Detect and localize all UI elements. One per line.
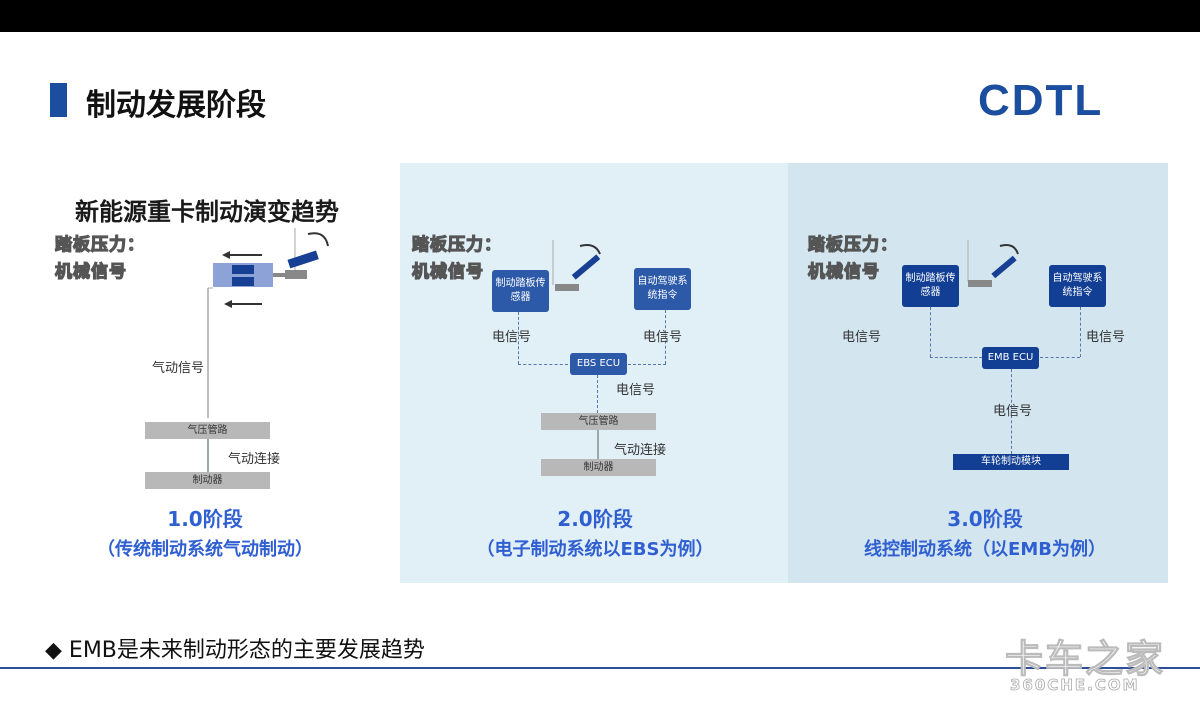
stage1-pedal-graphic xyxy=(207,228,329,418)
mechanical-signal: 机械信号 xyxy=(54,261,127,282)
pedal-pressure: 踏板压力： xyxy=(411,234,502,255)
connector xyxy=(1011,369,1012,454)
brake-pedal-sensor-box: 制动踏板传感器 xyxy=(492,270,549,312)
connector xyxy=(1080,307,1081,357)
connector xyxy=(1040,357,1080,358)
connector xyxy=(930,307,931,357)
stage3-title: 3.0阶段 xyxy=(947,507,1023,531)
air-pipe-bar: 气压管路 xyxy=(145,422,270,439)
ebs-ecu-box: EBS ECU xyxy=(570,353,627,375)
autodrive-command-box: 自动驾驶系统指令 xyxy=(634,268,691,310)
connector xyxy=(930,357,982,358)
elec-signal-label: 电信号 xyxy=(492,330,532,345)
emb-ecu-box: EMB ECU xyxy=(982,347,1039,369)
connector xyxy=(597,430,599,460)
air-connect-label: 气动连接 xyxy=(228,452,281,467)
brake-bar: 制动器 xyxy=(145,472,270,489)
elec-signal-label: 电信号 xyxy=(1086,330,1126,345)
pedal-pressure: 踏板压力： xyxy=(54,234,145,255)
stage1-title: 1.0阶段 xyxy=(167,507,243,531)
stage3-desc: 线控制动系统（以EMB为例） xyxy=(864,539,1106,560)
connector xyxy=(597,375,598,413)
stage1-desc: （传统制动系统气动制动） xyxy=(97,539,313,560)
connector xyxy=(665,310,666,364)
footer-divider xyxy=(0,667,1200,669)
pedal-label-2: 踏板压力： 机械信号 xyxy=(411,232,502,286)
connector xyxy=(518,364,568,365)
title-marker xyxy=(50,83,67,117)
elec-signal-label: 电信号 xyxy=(643,330,683,345)
diagram-title: 新能源重卡制动演变趋势 xyxy=(75,198,339,226)
connector xyxy=(628,364,666,365)
wheel-brake-module-box: 车轮制动模块 xyxy=(953,454,1069,470)
air-signal-label: 气动信号 xyxy=(152,361,205,376)
pedal-pressure: 踏板压力： xyxy=(807,234,898,255)
elec-signal-label: 电信号 xyxy=(993,404,1033,419)
watermark-url: 360CHE.COM xyxy=(1010,676,1140,695)
stage2-desc: （电子制动系统以EBS为例） xyxy=(476,539,714,560)
page-title: 制动发展阶段 xyxy=(86,88,266,123)
connector xyxy=(518,312,519,364)
air-connect-label: 气动连接 xyxy=(614,443,667,458)
cdtl-logo: CDTL xyxy=(978,76,1104,125)
mechanical-signal: 机械信号 xyxy=(807,261,880,282)
mechanical-signal: 机械信号 xyxy=(411,261,484,282)
stage3-pedal-icon xyxy=(967,240,1019,287)
connector xyxy=(207,439,209,472)
top-bar xyxy=(0,0,1200,32)
conclusion-bullet: ◆ EMB是未来制动形态的主要发展趋势 xyxy=(45,638,425,663)
stage2-pedal-icon xyxy=(552,240,601,291)
pedal-label-1: 踏板压力： 机械信号 xyxy=(54,232,145,286)
stage2-title: 2.0阶段 xyxy=(557,507,633,531)
elec-signal-label: 电信号 xyxy=(842,330,882,345)
stage3-panel xyxy=(788,163,1168,583)
watermark: 卡车之家 xyxy=(1004,637,1166,682)
autodrive-command-box: 自动驾驶系统指令 xyxy=(1049,265,1106,307)
brake-bar: 制动器 xyxy=(541,459,656,476)
air-pipe-bar: 气压管路 xyxy=(541,413,656,430)
brake-pedal-sensor-box: 制动踏板传感器 xyxy=(902,265,959,307)
pedal-label-3: 踏板压力： 机械信号 xyxy=(807,232,898,286)
elec-signal-label: 电信号 xyxy=(616,383,656,398)
